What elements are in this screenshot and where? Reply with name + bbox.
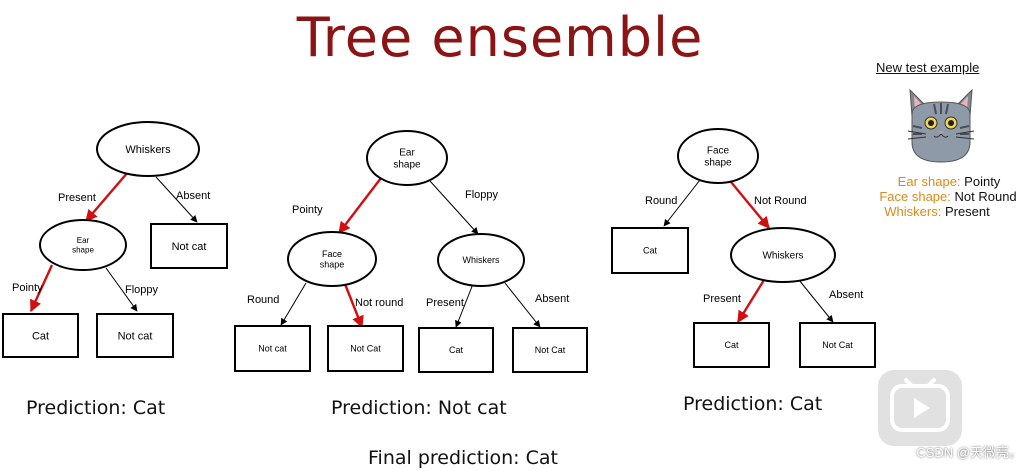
edge-label-present: Present	[703, 293, 741, 305]
tree-2-node-not-cat: Not Cat	[512, 327, 588, 373]
tree-3-node-not-cat: Not Cat	[799, 322, 876, 368]
tree-2-node-not-cat: Not cat	[234, 325, 311, 372]
tree-3-edge	[730, 181, 770, 229]
tree-2-node-not-cat: Not Cat	[327, 325, 404, 372]
feature-key: Whiskers:	[884, 204, 942, 219]
node-label: Not Cat	[822, 340, 853, 350]
watermark: CSDN @天微亮。	[916, 445, 1022, 460]
tree-3-node-whiskers: Whiskers	[730, 227, 836, 283]
feature-ear-shape: Ear shape: Pointy	[864, 174, 1034, 189]
node-label: Cat	[32, 330, 49, 342]
edge-label-present: Present	[426, 297, 464, 309]
tree-1-edge	[155, 176, 198, 223]
tree-1-node-whiskers: Whiskers	[96, 121, 200, 177]
tree-3-edge	[736, 279, 766, 324]
tree-2-prediction: Prediction: Not cat	[331, 397, 507, 419]
feature-value: Pointy	[964, 174, 1001, 189]
node-label: shape	[393, 160, 421, 171]
edge-label-not-round: Not round	[355, 297, 403, 309]
play-icon	[890, 378, 950, 432]
tree-2-edge	[455, 283, 474, 328]
node-label: Not Cat	[535, 345, 566, 355]
edge-label-round: Round	[645, 195, 677, 207]
node-label: Not cat	[172, 241, 207, 253]
tree-2-edge	[280, 282, 307, 326]
node-label: Ear	[399, 148, 415, 159]
tree-3-prediction: Prediction: Cat	[683, 393, 823, 415]
tree-2-node-cat: Cat	[418, 327, 494, 373]
feature-value: Present	[944, 204, 990, 219]
edge-label-not-round: Not Round	[754, 195, 807, 207]
tree-2-edge	[429, 180, 479, 235]
node-label: shape	[320, 260, 345, 270]
edge-label-present: Present	[58, 192, 96, 204]
node-label: Whiskers	[125, 144, 171, 156]
tree-1-prediction: Prediction: Cat	[26, 397, 166, 419]
tree-3-edge	[663, 179, 701, 227]
tree-2-node-whiskers: Whiskers	[437, 233, 525, 287]
node-label: Not cat	[118, 330, 153, 342]
node-label: Face	[322, 249, 342, 259]
node-label: Face	[707, 146, 730, 157]
feature-key: Face shape:	[879, 189, 951, 204]
edge-label-floppy: Floppy	[125, 284, 159, 296]
edge-label-pointy: Pointy	[292, 204, 323, 216]
node-label: Not Cat	[350, 344, 381, 354]
edge-label-absent: Absent	[829, 289, 863, 301]
node-label: Cat	[643, 246, 658, 256]
test-example-title: New test example	[876, 60, 980, 75]
tree-1-edge	[85, 171, 129, 222]
tree-2-edge	[338, 177, 382, 234]
tree-2-edge	[504, 282, 541, 328]
tree-3-node-cat: Cat	[693, 322, 770, 368]
feature-key: Ear shape:	[897, 174, 961, 189]
tree-1-node-cat: Cat	[2, 313, 79, 358]
node-label: Ear	[77, 236, 90, 245]
edge-label-floppy: Floppy	[465, 189, 499, 201]
feature-value: Not Round	[954, 189, 1017, 204]
node-label: Cat	[724, 340, 739, 350]
final-prediction: Final prediction: Cat	[368, 447, 558, 469]
edge-label-absent: Absent	[535, 293, 569, 305]
play-button[interactable]	[878, 370, 962, 446]
tree-1-edge	[29, 264, 54, 313]
edge-label-pointy: Pointy	[12, 282, 43, 294]
edge-label-round: Round	[247, 294, 279, 306]
tree-1-edge	[105, 267, 138, 312]
page-title: Tree ensemble	[296, 6, 704, 69]
node-label: Whiskers	[762, 251, 803, 262]
tree-1-node-not-cat: Not cat	[96, 313, 174, 358]
tree-3-edge	[798, 279, 834, 323]
node-label: Not cat	[258, 344, 287, 354]
tree-1-node-not-cat: Not cat	[150, 223, 228, 269]
feature-whiskers: Whiskers: Present	[852, 204, 1022, 219]
node-label: shape	[704, 158, 732, 169]
feature-face-shape: Face shape: Not Round	[863, 189, 1033, 204]
tree-2-edge	[343, 283, 364, 329]
edge-label-absent: Absent	[176, 190, 210, 202]
node-label: Whiskers	[462, 255, 500, 265]
tree-3-node-cat: Cat	[611, 227, 689, 274]
cat-image	[907, 88, 975, 163]
node-label: Cat	[449, 345, 464, 355]
node-label: shape	[72, 246, 94, 255]
